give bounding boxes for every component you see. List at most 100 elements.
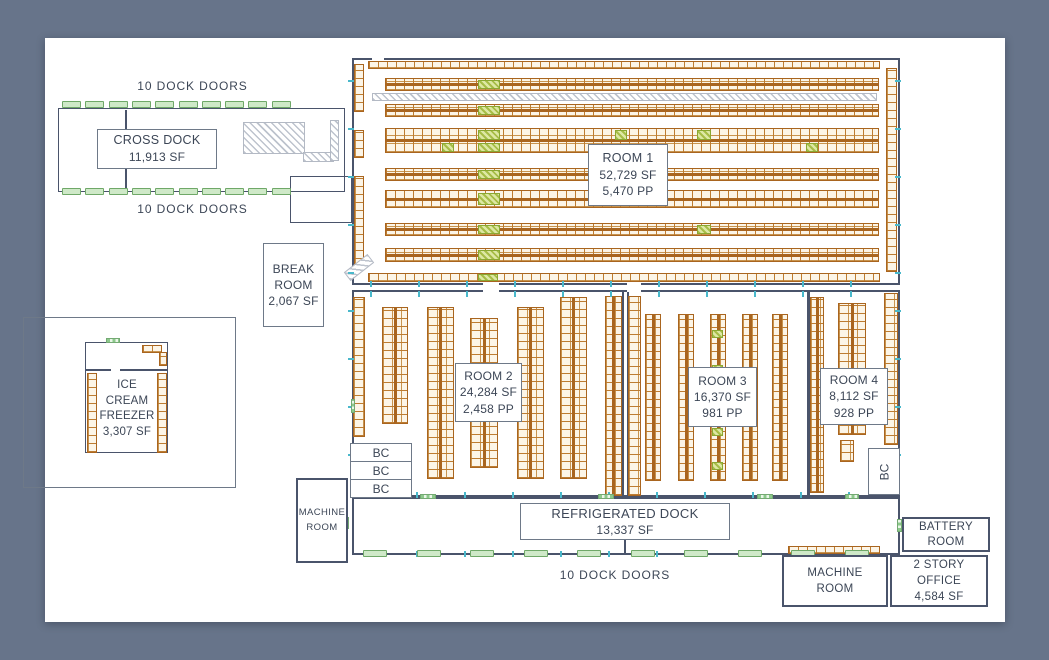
dock-door [737,550,762,557]
machine-room-right-line2: ROOM [816,583,854,595]
cross-dock-label: CROSS DOCK 11,913 SF [97,129,217,169]
wall-tick [464,551,466,557]
rack-beam [386,83,878,86]
bc-box-2: BC [350,461,412,480]
wall-tick [418,291,420,297]
wall-tick [895,128,901,130]
break-room-label: BREAK ROOM 2,067 SF [263,243,324,327]
wall-tick [754,281,756,287]
freezer-room-outline [85,342,168,453]
dock-door [108,101,128,108]
reserved-pallet-cells [478,225,500,234]
wall-tick [895,80,901,82]
wall-tick [658,281,660,287]
storage-rack [385,248,879,262]
wall-tick [658,291,660,297]
dock-door [155,188,175,195]
dock-door [85,188,105,195]
wall-tick [348,80,354,82]
reserved-pallet-cells [697,225,711,234]
reserved-pallet-cells [712,462,723,470]
rack-beam [778,315,782,480]
dock-door [248,101,268,108]
wall-tick [752,492,754,498]
dock-door [630,550,655,557]
dock-door [62,101,81,108]
storage-rack [368,273,880,282]
bc4-label: BC [876,463,891,480]
room3-label: ROOM 3 16,370 SF 981 PP [688,367,757,427]
room4-title: ROOM 4 [829,373,879,388]
wall-tick [418,281,420,287]
reserved-pallet-cells [697,130,711,140]
cross-dock-area: 11,913 SF [128,150,186,165]
bc1-label: BC [372,445,390,460]
room4-pp: 928 PP [833,405,875,420]
wall-tick [348,176,354,178]
freezer-partition [85,369,111,371]
freezer-partition [120,369,168,371]
cross-dock-title: CROSS DOCK [113,133,201,148]
machine-room-left: MACHINE ROOM [296,478,348,563]
break-room-line1: BREAK [272,261,315,276]
storage-rack [382,307,408,424]
storage-rack [385,223,879,236]
reserved-pallet-cells [478,143,500,152]
room1-area: 52,729 SF [599,168,657,183]
dock-door [225,188,245,195]
rack-beam [386,139,878,142]
machine-room-right-line1: MACHINE [807,566,863,579]
freezer-area: 3,307 SF [102,425,152,438]
wall-tick [895,358,901,360]
bc-box-3: BC [350,479,412,498]
wall-tick [895,272,901,274]
storage-rack [354,64,364,112]
wall-tick [754,291,756,297]
wall-tick [348,358,354,360]
wall-opening [627,288,641,292]
door-marker [420,494,436,499]
wall-tick [512,492,514,498]
wall-tick [656,551,658,557]
dock-doors-label-top: 10 DOCK DOORS [137,79,248,93]
leader-line [125,168,127,188]
room3-pp: 981 PP [702,406,743,421]
room2-room3-wall-inner [627,292,629,495]
wall-tick [348,128,354,130]
machine-room-right: MACHINE ROOM [782,555,888,607]
reserved-pallet-cells [806,143,818,152]
room4-area: 8,112 SF [829,389,879,404]
dock-door [416,550,441,557]
storage-rack [385,104,879,117]
wall-tick [895,406,901,408]
wall-tick [706,291,708,297]
wall-tick [370,291,372,297]
storage-rack [517,307,544,479]
machine-room-left-line2: ROOM [306,521,338,533]
rack-beam [612,297,615,495]
room2-title: ROOM 2 [464,369,513,384]
refrigerated-dock-area: 13,337 SF [596,523,654,538]
dock-door [363,550,387,557]
rack-beam [393,308,397,423]
wall-tick [610,281,612,287]
room1-title: ROOM 1 [602,151,654,166]
storage-rack [368,61,880,69]
storage-rack [87,373,97,453]
room3-title: ROOM 3 [698,373,747,388]
door-marker [845,494,859,499]
reserved-pallet-cells [478,274,498,281]
freezer-inset-frame [23,317,236,488]
room2-label: ROOM 2 24,284 SF 2,458 PP [455,363,522,422]
dock-door [108,188,128,195]
rack-beam [684,315,688,480]
storage-rack [788,546,880,554]
freezer-line3: FREEZER [99,410,155,423]
bc-box-1: BC [350,443,412,462]
storage-rack [157,373,167,453]
reserved-pallet-cells [478,250,500,260]
room2-pp: 2,458 PP [463,401,514,416]
wall-opening [627,283,641,287]
cross-dock-outline [58,108,345,192]
rack-beam [815,298,819,492]
